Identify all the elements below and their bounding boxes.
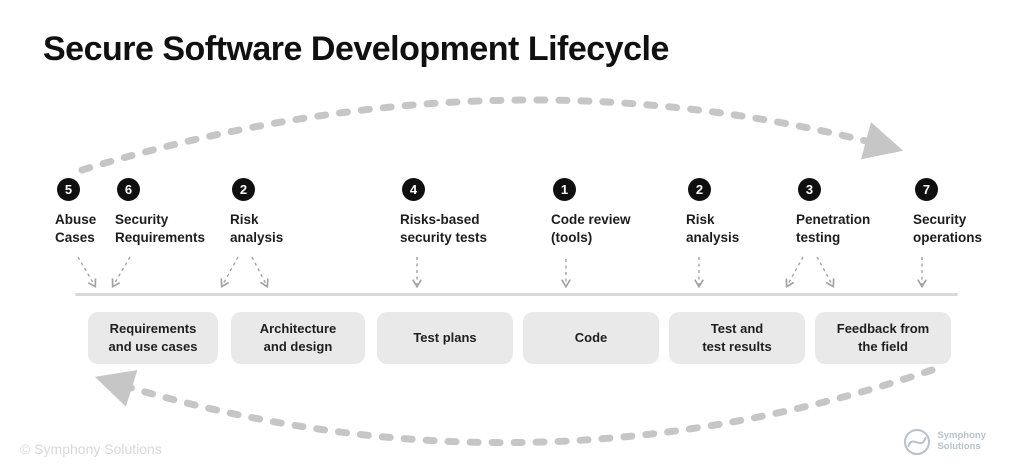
page-title: Secure Software Development Lifecycle bbox=[43, 30, 669, 68]
step-risks-based-security-tests: 4 Risks-based security tests bbox=[400, 178, 487, 247]
step-label: Security Requirements bbox=[115, 212, 206, 246]
symphony-logo: Symphony Solutions bbox=[903, 428, 986, 456]
step-number-badge: 3 bbox=[798, 178, 821, 201]
step-label: Risks-based security tests bbox=[400, 212, 488, 246]
phase-label: Feedback from the field bbox=[836, 320, 930, 354]
connector-arrow-icon bbox=[222, 256, 239, 286]
symphony-logo-line2: Solutions bbox=[937, 441, 981, 452]
bottom-cycle-arrow-icon bbox=[94, 366, 936, 447]
phase-label: Test plans bbox=[413, 329, 477, 345]
phase-code: Code bbox=[523, 312, 659, 364]
step-number-badge: 2 bbox=[232, 178, 255, 201]
step-penetration-testing: 3 Penetration testing bbox=[796, 178, 870, 247]
step-label: Abuse Cases bbox=[55, 212, 97, 246]
phase-test-plans: Test plans bbox=[377, 312, 513, 364]
phase-architecture-design: Architecture and design bbox=[231, 312, 365, 364]
phase-label: Architecture and design bbox=[259, 320, 337, 354]
phase-label: Code bbox=[574, 329, 608, 345]
step-number-badge: 4 bbox=[402, 178, 425, 201]
phase-feedback-field: Feedback from the field bbox=[815, 312, 951, 364]
step-number-badge: 7 bbox=[915, 178, 938, 201]
symphony-logo-text: Symphony Solutions bbox=[937, 430, 986, 453]
step-label: Code review (tools) bbox=[551, 212, 631, 246]
step-code-review-tools: 1 Code review (tools) bbox=[551, 178, 631, 247]
step-label: Penetration testing bbox=[796, 212, 871, 246]
copyright-text: © Symphony Solutions bbox=[20, 441, 162, 457]
step-number-badge: 5 bbox=[57, 178, 80, 201]
step-number-badge: 6 bbox=[117, 178, 140, 201]
step-security-operations: 7 Security operations bbox=[913, 178, 982, 247]
step-risk-analysis-1: 2 Risk analysis bbox=[230, 178, 283, 247]
top-cycle-arrow-icon bbox=[78, 96, 904, 174]
connector-arrow-icon bbox=[251, 256, 267, 286]
step-label: Risk analysis bbox=[686, 212, 740, 246]
connector-arrow-icon bbox=[787, 256, 804, 286]
phase-requirements-use-cases: Requirements and use cases bbox=[88, 312, 218, 364]
step-connector-arrows bbox=[77, 256, 922, 286]
connector-arrow-icon bbox=[77, 256, 95, 286]
connector-arrow-icon bbox=[816, 256, 833, 286]
timeline-line bbox=[75, 293, 958, 296]
step-number-badge: 1 bbox=[553, 178, 576, 201]
step-security-requirements: 6 Security Requirements bbox=[115, 178, 205, 247]
phase-label: Test and test results bbox=[702, 320, 772, 354]
phase-label: Requirements and use cases bbox=[108, 320, 198, 354]
symphony-logo-icon bbox=[904, 429, 931, 455]
step-abuse-cases: 5 Abuse Cases bbox=[55, 178, 96, 247]
phase-test-results: Test and test results bbox=[669, 312, 805, 364]
step-number-badge: 2 bbox=[688, 178, 711, 201]
step-label: Security operations bbox=[913, 212, 983, 246]
symphony-logo-line1: Symphony bbox=[937, 430, 986, 442]
connector-arrow-icon bbox=[113, 256, 131, 286]
step-label: Risk analysis bbox=[230, 212, 284, 246]
step-risk-analysis-2: 2 Risk analysis bbox=[686, 178, 739, 247]
